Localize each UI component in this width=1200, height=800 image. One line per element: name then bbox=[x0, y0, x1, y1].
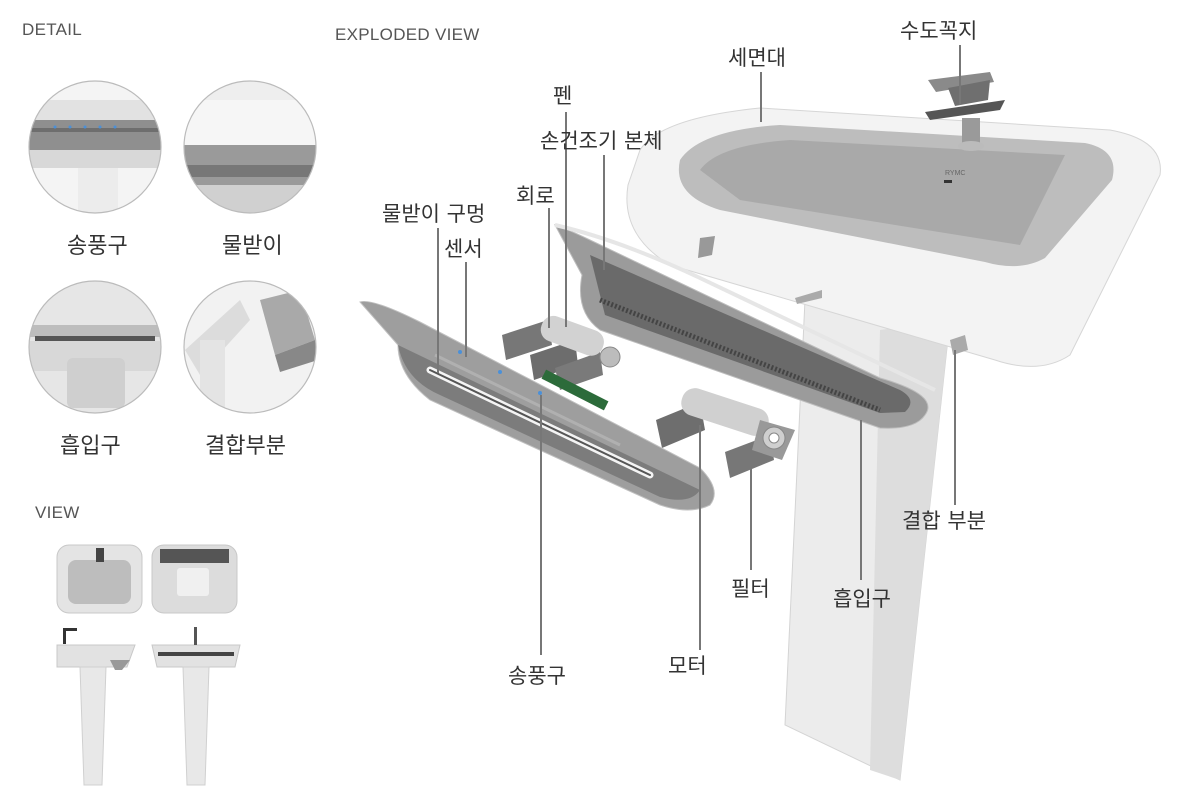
label-basin: 세면대 bbox=[728, 46, 786, 70]
view-side-pedestal bbox=[56, 628, 136, 786]
exploded-view-label: EXPLODED VIEW bbox=[335, 25, 480, 44]
label-joint: 결합 부분 bbox=[902, 509, 986, 533]
leader-circuit bbox=[548, 208, 550, 328]
label-filter: 필터 bbox=[731, 577, 770, 601]
leader-intake bbox=[860, 420, 862, 580]
view-bottom-basin bbox=[151, 544, 238, 614]
label-outlet: 송풍구 bbox=[508, 664, 566, 688]
label-intake: 흡입구 bbox=[833, 587, 891, 611]
label-fan: 펜 bbox=[553, 84, 573, 108]
detail-caption-joint: 결합부분 bbox=[205, 434, 286, 459]
detail-caption-tray: 물받이 bbox=[222, 234, 283, 259]
detail-outlet-image bbox=[29, 81, 161, 213]
detail-caption-outlet: 송풍구 bbox=[67, 234, 128, 259]
faucet bbox=[925, 72, 1005, 151]
leader-fan bbox=[565, 112, 567, 327]
detail-section-label: DETAIL bbox=[22, 20, 83, 39]
leader-basin bbox=[760, 72, 762, 122]
motor-assembly bbox=[656, 388, 795, 478]
label-circuit: 회로 bbox=[516, 184, 555, 208]
view-top-basin bbox=[56, 544, 143, 614]
leader-filter bbox=[750, 445, 752, 570]
leader-sensor bbox=[465, 262, 467, 357]
leader-dryer-body bbox=[603, 155, 605, 270]
leader-faucet bbox=[959, 45, 961, 105]
leader-tray-hole bbox=[437, 228, 439, 373]
basin-brand: RYMC bbox=[945, 170, 965, 177]
label-motor: 모터 bbox=[668, 654, 707, 678]
detail-intake-image bbox=[29, 281, 161, 413]
label-faucet: 수도꼭지 bbox=[900, 19, 978, 43]
label-sensor: 센서 bbox=[444, 237, 483, 261]
view-front-pedestal bbox=[151, 627, 241, 786]
view-section-label: VIEW bbox=[35, 503, 80, 522]
leader-outlet bbox=[540, 395, 542, 655]
label-tray-hole: 물받이 구멍 bbox=[382, 202, 486, 226]
detail-caption-intake: 흡입구 bbox=[60, 434, 121, 459]
leader-motor bbox=[699, 425, 701, 650]
label-dryer-body: 손건조기 본체 bbox=[540, 129, 663, 153]
leader-joint bbox=[954, 350, 956, 505]
